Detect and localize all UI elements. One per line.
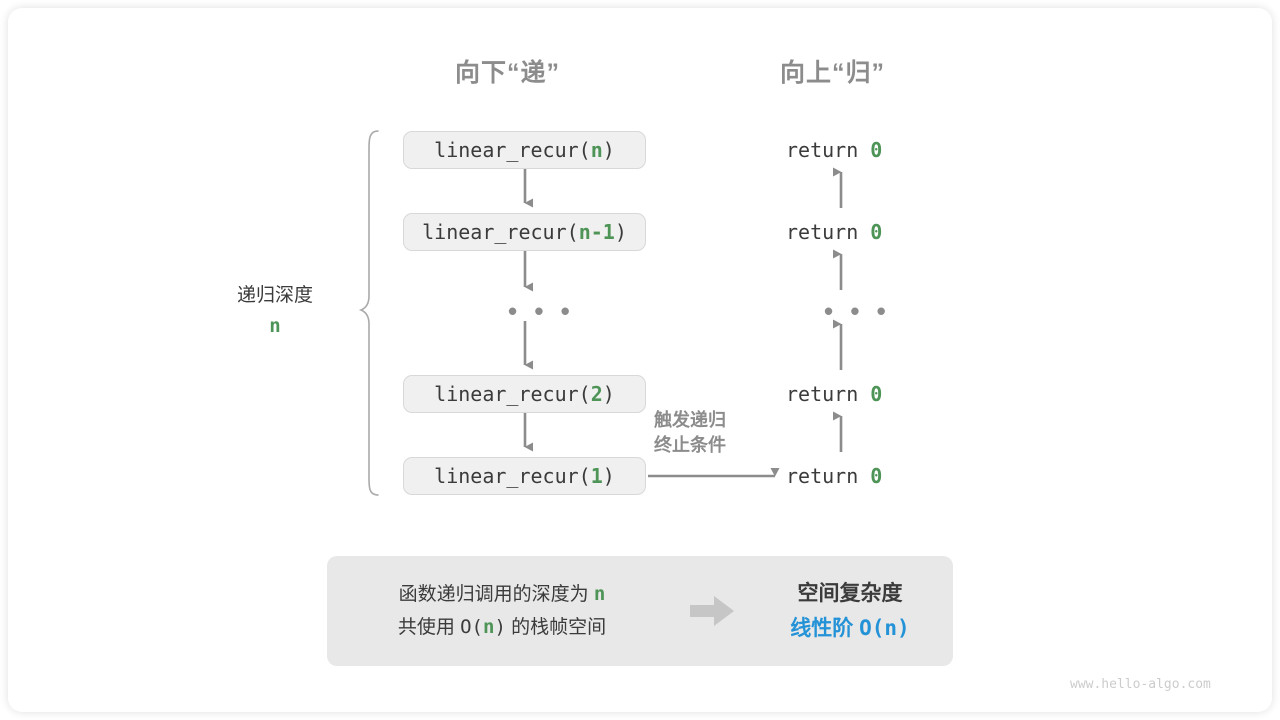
column-header-ascend: 向上“归” — [780, 59, 886, 87]
call-box-n1-prefix: linear_recur( — [422, 220, 579, 244]
return-keyword-1: return — [786, 138, 871, 162]
return-value-2: 0 — [870, 220, 883, 244]
call-box-2-suffix: ) — [602, 382, 615, 406]
call-box-2-arg: 2 — [590, 382, 603, 406]
return-value-4: 0 — [870, 464, 883, 488]
call-box-n-minus-1: linear_recur(n-1) — [403, 213, 646, 251]
right-block-arrow-icon — [677, 594, 747, 628]
summary-line-1-text: 函数递归调用的深度为 — [398, 584, 594, 605]
summary-line-1: 函数递归调用的深度为 n — [327, 578, 677, 611]
call-box-2-prefix: linear_recur( — [434, 382, 591, 406]
call-box-2: linear_recur(2) — [403, 375, 646, 413]
summary-line-2-tail: 的栈帧空间 — [505, 617, 607, 638]
summary-complexity-notation: O(n) — [859, 615, 910, 640]
call-box-n-suffix: ) — [602, 138, 615, 162]
recursion-depth-label: 递归深度 n — [190, 281, 360, 341]
trigger-line-1: 触发递归 — [654, 410, 726, 430]
summary-conclusion-title: 空间复杂度 — [797, 581, 903, 605]
call-box-n: linear_recur(n) — [403, 131, 646, 169]
return-keyword-4: return — [786, 464, 871, 488]
call-box-n1-suffix: ) — [614, 220, 627, 244]
summary-line-2-text: 共使用 — [397, 617, 461, 638]
recursion-depth-value: n — [269, 315, 281, 337]
summary-line-2-bigo-close: ) — [494, 616, 506, 638]
column-header-descend: 向下“递” — [455, 59, 561, 87]
summary-line-2: 共使用 O(n) 的栈帧空间 — [327, 611, 677, 644]
ellipsis-return-stack: • • • — [824, 296, 891, 326]
recursion-depth-text: 递归深度 — [236, 285, 313, 306]
call-box-n1-arg: n-1 — [578, 220, 615, 244]
trigger-termination-label: 触发递归 终止条件 — [654, 408, 774, 458]
summary-conclusion-value: 线性阶 O(n) — [747, 611, 953, 646]
return-keyword-3: return — [786, 382, 871, 406]
summary-line-2-n: n — [482, 616, 495, 638]
return-label-2: return 0 — [786, 220, 882, 244]
trigger-line-2: 终止条件 — [654, 435, 726, 455]
return-value-3: 0 — [870, 382, 883, 406]
call-box-n-arg: n — [590, 138, 603, 162]
return-label-1: return 0 — [786, 138, 882, 162]
summary-conclusion: 空间复杂度 线性阶 O(n) — [747, 577, 953, 646]
return-value-1: 0 — [870, 138, 883, 162]
watermark: www.hello-algo.com — [1070, 677, 1211, 692]
summary-description: 函数递归调用的深度为 n 共使用 O(n) 的栈帧空间 — [327, 578, 677, 644]
summary-complexity-name: 线性阶 — [790, 616, 860, 640]
call-box-n-prefix: linear_recur( — [434, 138, 591, 162]
recursion-depth-brace — [358, 130, 379, 496]
call-box-1-suffix: ) — [602, 464, 615, 488]
summary-line-1-n: n — [593, 583, 606, 605]
summary-panel: 函数递归调用的深度为 n 共使用 O(n) 的栈帧空间 空间复杂度 线性阶 O(… — [327, 556, 953, 666]
return-label-3: return 0 — [786, 382, 882, 406]
call-box-1: linear_recur(1) — [403, 457, 646, 495]
return-keyword-2: return — [786, 220, 871, 244]
return-label-4: return 0 — [786, 464, 882, 488]
call-box-1-arg: 1 — [590, 464, 603, 488]
summary-line-2-bigo-open: O( — [460, 616, 483, 638]
call-box-1-prefix: linear_recur( — [434, 464, 591, 488]
ellipsis-call-stack: • • • — [508, 296, 575, 326]
